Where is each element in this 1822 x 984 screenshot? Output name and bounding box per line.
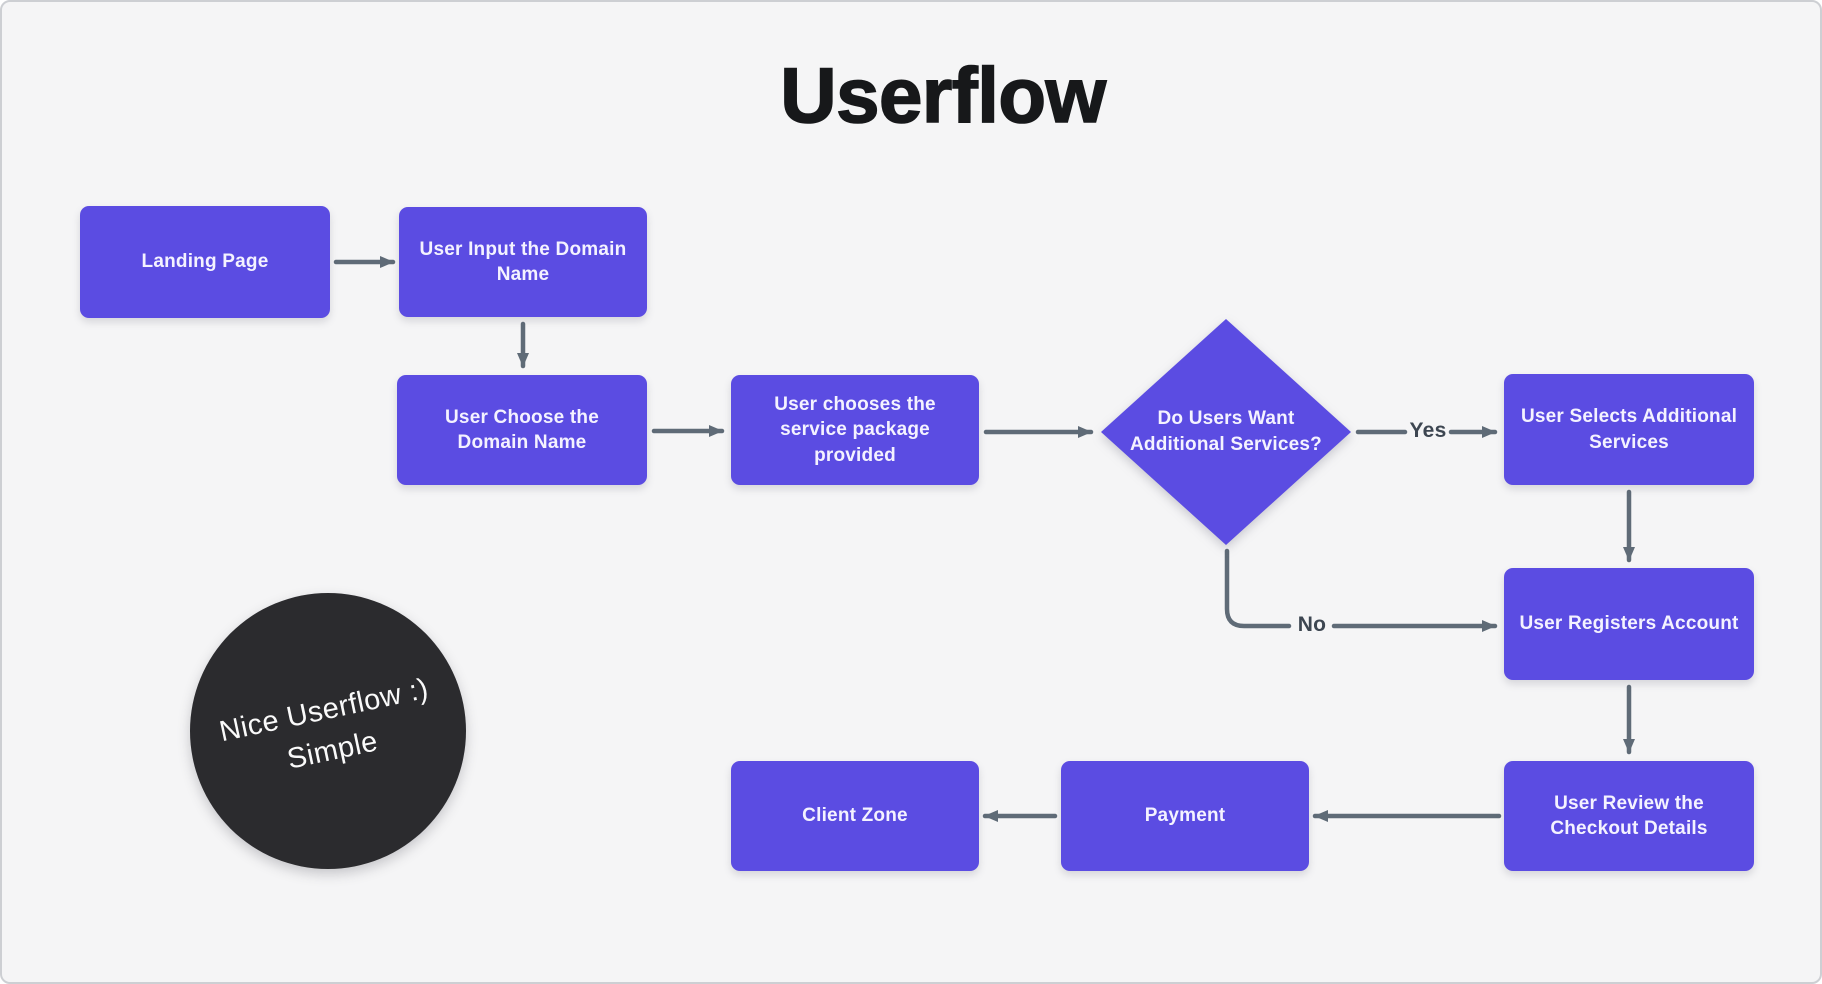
node-label: Name — [496, 264, 550, 285]
flow-decision-additional-services: Do Users Want Additional Services? — [1101, 319, 1351, 545]
node-label: Payment — [1144, 805, 1226, 827]
note-text: Nice Userflow :) Simple — [216, 669, 441, 793]
flow-node-select-additional-services: User Selects Additional Services — [1504, 374, 1754, 485]
node-label: Services — [1589, 431, 1669, 453]
node-label: Checkout Details — [1550, 818, 1708, 839]
flow-node-landing-page: Landing Page — [80, 206, 330, 318]
flow-node-payment: Payment — [1061, 761, 1309, 871]
decision-label: Additional Services? — [1130, 434, 1322, 455]
node-label: User Choose the — [445, 406, 599, 428]
note-circle: Nice Userflow :) Simple — [190, 593, 466, 869]
node-label: service package — [780, 419, 930, 441]
decision-shape: Do Users Want Additional Services? — [1101, 319, 1351, 545]
node-label: Client Zone — [802, 805, 908, 827]
flow-node-client-zone: Client Zone — [731, 761, 979, 871]
page-title: Userflow — [779, 50, 1107, 140]
flow-node-review-checkout: User Review the Checkout Details — [1504, 761, 1754, 871]
node-label: User Review the — [1554, 792, 1704, 814]
node-label: provided — [814, 444, 896, 466]
node-label: User Registers Account — [1519, 613, 1739, 635]
node-label: User Input the Domain — [419, 238, 627, 260]
edge-label-no: No — [1297, 613, 1327, 636]
node-label: Landing Page — [141, 251, 269, 273]
edge-label-yes: Yes — [1409, 419, 1447, 442]
node-label: User Selects Additional — [1520, 406, 1738, 428]
decision-label: Do Users Want — [1157, 408, 1295, 430]
arrow-decision-no-segment — [1224, 548, 1292, 629]
node-label: User chooses the — [774, 394, 936, 416]
flow-node-user-choose-domain-name: User Choose the Domain Name — [397, 375, 647, 485]
flow-node-register-account: User Registers Account — [1504, 568, 1754, 680]
flow-node-user-input-domain-name: User Input the Domain Name — [399, 207, 647, 317]
flow-node-service-package: User chooses the service package provide… — [731, 375, 979, 485]
node-label: Domain Name — [457, 432, 587, 453]
